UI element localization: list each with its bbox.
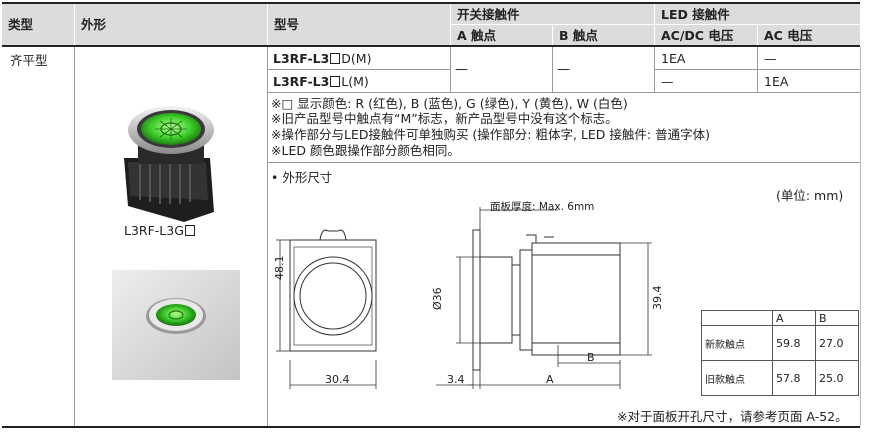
hdr-sep	[74, 4, 75, 45]
panel-thickness-label: 面板厚度: Max. 6mm	[490, 201, 595, 213]
note-line: ※□ 显示颜色: R (红色), B (蓝色), G (绿色), Y (黄色),…	[271, 96, 628, 111]
footnote: ※对于面板开孔尺寸，请参考页面 A-52。	[617, 409, 848, 424]
model-suffix: L(M)	[341, 74, 369, 89]
body-sep	[268, 162, 860, 163]
type-value: 齐平型	[10, 53, 48, 68]
dim-label-diameter: Ø36	[431, 287, 444, 310]
body-sep	[655, 69, 860, 70]
hdr-sep	[267, 4, 268, 45]
unit-label: (单位: mm)	[776, 188, 844, 203]
model-bold: L3RF-L3	[273, 74, 330, 89]
hdr-sep	[757, 25, 758, 45]
table-cell	[701, 310, 773, 326]
acdc-row-2: —	[661, 74, 674, 89]
dimension-drawing	[276, 207, 652, 389]
top-rule	[2, 2, 860, 4]
a-contact-value: —	[455, 62, 468, 77]
table-cell: 旧款触点	[701, 360, 773, 396]
dim-label-B: B	[587, 351, 595, 364]
color-placeholder-box	[330, 76, 341, 87]
hdr-sep	[450, 4, 451, 45]
push-button-photo	[124, 106, 214, 222]
table-cell: 25.0	[815, 360, 859, 396]
model-bold: L3RF-L3	[273, 51, 330, 66]
body-sep	[860, 47, 861, 426]
header-led-contact: LED 接触件	[655, 4, 860, 24]
ac-row-1: —	[764, 51, 777, 66]
table-cell: 59.8	[772, 325, 816, 361]
body-sep	[268, 69, 450, 70]
product-label: L3RF-L3G	[124, 223, 196, 238]
model-row-1: L3RF-L3 D(M)	[273, 51, 371, 66]
header-ac-voltage: AC 电压	[758, 25, 860, 45]
dim-label-39-4: 39.4	[651, 285, 664, 311]
table-cell: B	[815, 310, 859, 326]
header-acdc-voltage: AC/DC 电压	[655, 25, 757, 45]
acdc-row-1: 1EA	[661, 51, 686, 66]
note-line: ※LED 颜色跟操作部分颜色相同。	[271, 143, 460, 158]
model-row-2: L3RF-L3 L(M)	[273, 74, 369, 89]
hdr-sep	[552, 25, 553, 45]
table-row: 旧款触点 57.8 25.0	[701, 360, 859, 396]
dim-label-A: A	[546, 373, 554, 386]
bottom-rule	[2, 426, 860, 428]
model-suffix: D(M)	[341, 51, 372, 66]
header-appearance: 外形	[75, 4, 267, 45]
dim-label-height: 48.1	[273, 255, 286, 281]
table-cell: 27.0	[815, 325, 859, 361]
color-placeholder-box	[184, 225, 195, 236]
header-switch-contact: 开关接触件	[451, 4, 654, 24]
body-sep	[450, 47, 451, 92]
body-sep	[654, 47, 655, 92]
ac-row-2: 1EA	[764, 74, 789, 89]
table-cell: 新款触点	[701, 325, 773, 361]
dimensions-heading: • 外形尺寸	[271, 170, 333, 185]
note-line: ※旧产品型号中触点有“M”标志，新产品型号中没有这个标志。	[271, 111, 618, 126]
hdr-sep	[451, 24, 860, 25]
body-sep	[267, 47, 268, 426]
front-view-outline	[289, 239, 377, 352]
table-row: 新款触点 59.8 27.0	[701, 325, 859, 361]
color-placeholder-box	[330, 53, 341, 64]
product-label-text: L3RF-L3G	[124, 223, 184, 238]
dim-label-3-4: 3.4	[447, 373, 465, 386]
b-contact-value: —	[557, 62, 570, 77]
panel-mounted-photo	[112, 270, 240, 380]
header-a-contact: A 触点	[451, 25, 552, 45]
header-model: 型号	[268, 4, 450, 45]
table-cell: 57.8	[772, 360, 816, 396]
body-sep	[74, 47, 75, 426]
table-row: A B	[701, 310, 859, 326]
note-line: ※操作部分与LED接触件可单独购买 (操作部分: 粗体字, LED 接触件: 普…	[271, 127, 710, 142]
contact-dimension-table: A B 新款触点 59.8 27.0 旧款触点 57.8 25.0	[701, 310, 859, 396]
dim-label-width: 30.4	[325, 373, 350, 386]
header-b-contact: B 触点	[553, 25, 654, 45]
header-rule	[2, 45, 860, 47]
body-sep	[552, 47, 553, 92]
body-sep	[268, 92, 860, 93]
table-cell: A	[772, 310, 816, 326]
header-type: 类型	[2, 4, 74, 45]
